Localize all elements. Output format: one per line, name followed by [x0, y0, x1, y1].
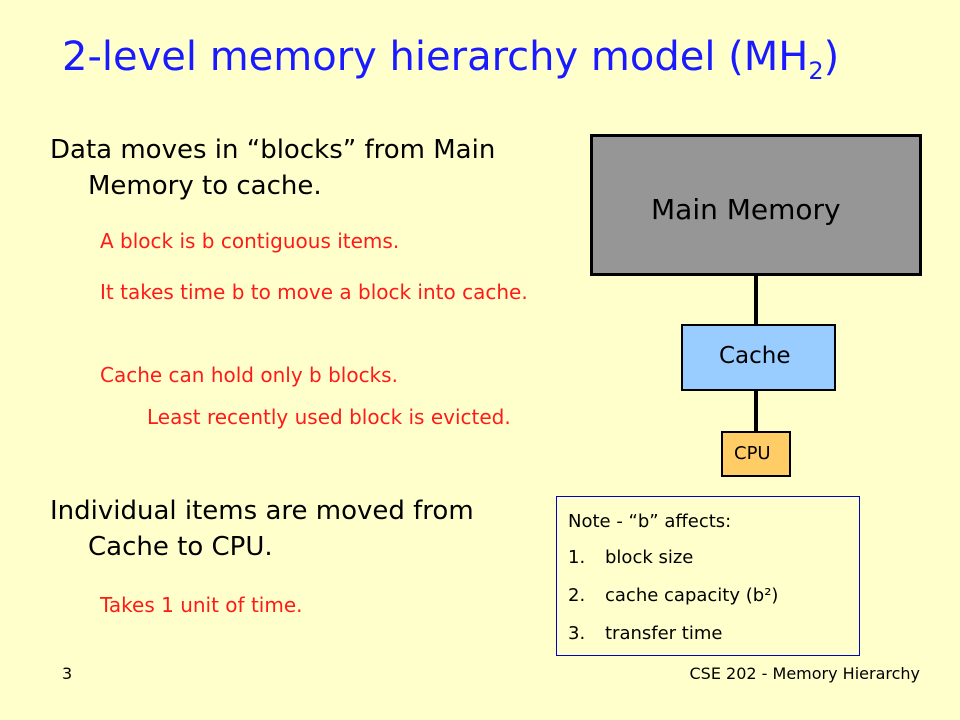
- subpoint-move-time: It takes time b to move a block into cac…: [100, 280, 528, 304]
- cache-label: Cache: [719, 343, 791, 369]
- slide-number: 3: [62, 664, 73, 683]
- title-subscript: 2: [808, 57, 824, 85]
- cpu-box: CPU: [721, 431, 791, 477]
- cache-cpu-connector: [754, 389, 758, 431]
- bullet-blocks: Data moves in “blocks” from Main Memory …: [50, 135, 496, 201]
- title-main: 2-level memory hierarchy model (MH: [62, 34, 809, 80]
- subpoint-block-size: A block is b contiguous items.: [100, 229, 400, 253]
- note-item: 2. cache capacity (b²): [568, 585, 778, 606]
- note-item: 1. block size: [568, 547, 693, 568]
- note-box: Note - “b” affects: 1. block size 2. cache…: [556, 496, 860, 656]
- cache-box: Cache: [681, 324, 836, 391]
- cpu-label: CPU: [734, 443, 771, 464]
- subpoint-cache-hold: Cache can hold only b blocks.: [100, 363, 398, 387]
- note-item-number: 2.: [568, 585, 586, 606]
- note-item-number: 3.: [568, 623, 586, 644]
- slide-title: 2-level memory hierarchy model (MH2): [62, 34, 839, 85]
- footer-course: CSE 202 - Memory Hierarchy: [689, 664, 921, 683]
- note-item-text: transfer time: [605, 623, 723, 644]
- note-item-number: 1.: [568, 547, 586, 568]
- title-close: ): [823, 34, 840, 80]
- memory-cache-connector: [754, 273, 758, 324]
- subpoint-unit-time: Takes 1 unit of time.: [100, 593, 303, 617]
- note-heading: Note - “b” affects:: [568, 511, 732, 532]
- main-memory-label: Main Memory: [651, 193, 841, 226]
- note-item-text: cache capacity (b²): [605, 585, 779, 606]
- note-item-text: block size: [605, 547, 694, 568]
- bullet-items: Individual items are moved from Cache to…: [50, 496, 474, 562]
- subpoint-lru: Least recently used block is evicted.: [147, 405, 511, 429]
- note-item: 3. transfer time: [568, 623, 722, 644]
- main-memory-box: Main Memory: [590, 134, 922, 276]
